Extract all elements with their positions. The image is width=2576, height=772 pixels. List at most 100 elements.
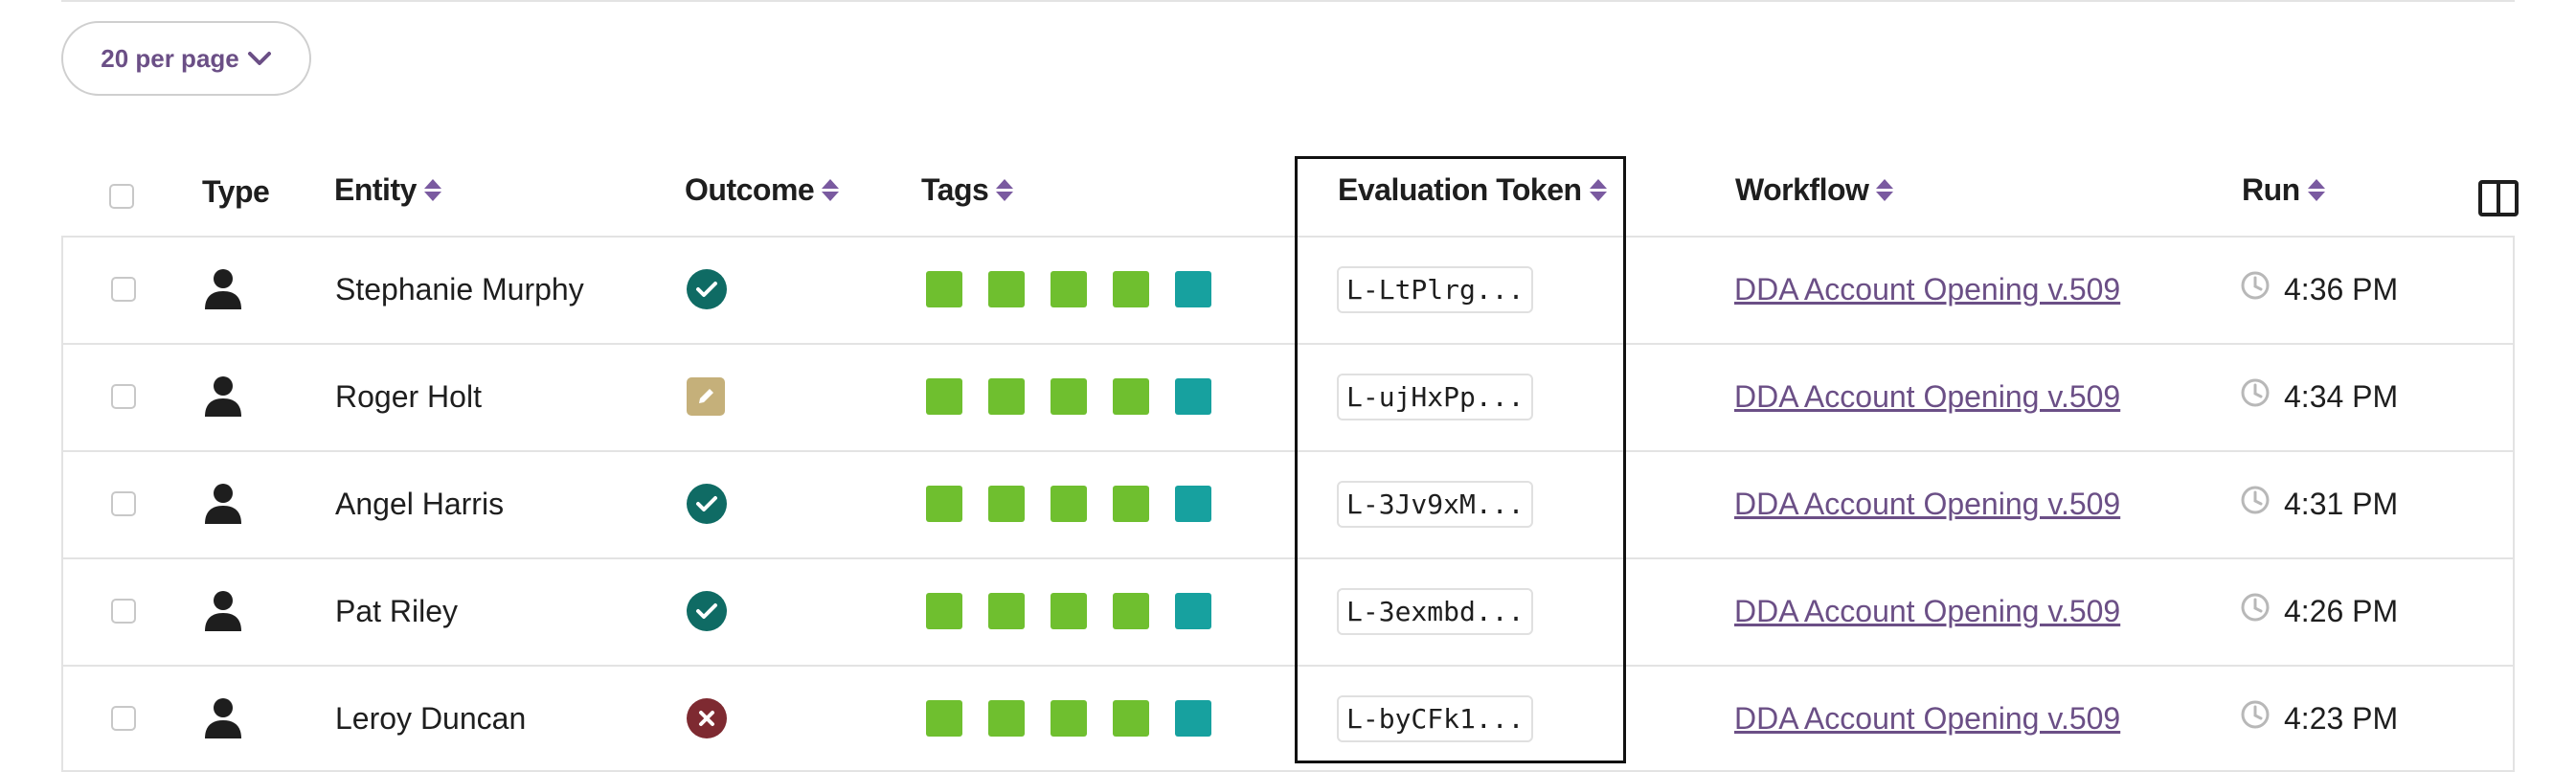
sort-icon[interactable] bbox=[2307, 179, 2325, 201]
workflow-cell: DDA Account Opening v.509 bbox=[1734, 559, 2120, 663]
clock-icon bbox=[2240, 592, 2271, 630]
evaluation-token[interactable]: L-3Jv9xM... bbox=[1337, 480, 1534, 528]
tags-cell bbox=[926, 238, 1211, 341]
evaluation-token[interactable]: L-byCFk1... bbox=[1337, 694, 1534, 742]
row-checkbox[interactable] bbox=[111, 491, 136, 516]
tag-list bbox=[926, 593, 1211, 629]
workflow-link[interactable]: DDA Account Opening v.509 bbox=[1734, 700, 2121, 736]
tags-cell bbox=[926, 667, 1211, 770]
chevron-down-icon bbox=[247, 52, 271, 65]
sort-icon[interactable] bbox=[996, 179, 1014, 201]
header-entity-label: Entity bbox=[334, 172, 417, 207]
person-icon bbox=[204, 559, 242, 663]
sort-icon[interactable] bbox=[1589, 179, 1607, 201]
workflow-link[interactable]: DDA Account Opening v.509 bbox=[1734, 593, 2121, 628]
tag-chip[interactable] bbox=[988, 593, 1025, 629]
header-entity[interactable]: Entity bbox=[334, 172, 441, 208]
run-time: 4:31 PM bbox=[2284, 486, 2399, 521]
tag-chip[interactable] bbox=[926, 486, 962, 522]
check-circle-icon bbox=[687, 484, 727, 524]
tag-chip[interactable] bbox=[1051, 271, 1087, 307]
tag-chip[interactable] bbox=[926, 700, 962, 737]
run-cell: 4:36 PM bbox=[2240, 238, 2398, 341]
workflow-cell: DDA Account Opening v.509 bbox=[1734, 667, 2120, 770]
select-all-checkbox[interactable] bbox=[109, 184, 134, 209]
tag-chip[interactable] bbox=[1175, 593, 1211, 629]
run-time: 4:26 PM bbox=[2284, 593, 2399, 628]
evaluation-token-cell: L-ujHxPp... bbox=[1337, 345, 1534, 448]
check-circle-icon bbox=[687, 269, 727, 309]
evaluation-token[interactable]: L-LtPlrg... bbox=[1337, 265, 1534, 313]
tag-chip[interactable] bbox=[988, 486, 1025, 522]
evaluation-token[interactable]: L-3exmbd... bbox=[1337, 587, 1534, 635]
clock-icon bbox=[2240, 699, 2271, 738]
header-run[interactable]: Run bbox=[2242, 172, 2325, 208]
row-checkbox[interactable] bbox=[111, 599, 136, 624]
workflow-cell: DDA Account Opening v.509 bbox=[1734, 345, 2120, 448]
x-circle-icon bbox=[687, 698, 727, 738]
tag-chip[interactable] bbox=[1175, 700, 1211, 737]
header-workflow[interactable]: Workflow bbox=[1735, 172, 1894, 208]
tag-chip[interactable] bbox=[988, 271, 1025, 307]
table-row[interactable]: Roger Holt L-ujHxPp... DDA Account Opening… bbox=[63, 343, 2513, 450]
check-circle-icon bbox=[687, 591, 727, 631]
entity-name: Roger Holt bbox=[335, 378, 482, 414]
tag-chip[interactable] bbox=[1051, 593, 1087, 629]
header-evaluation-token[interactable]: Evaluation Token bbox=[1338, 172, 1607, 208]
tag-chip[interactable] bbox=[1113, 593, 1149, 629]
tag-chip[interactable] bbox=[1113, 700, 1149, 737]
header-outcome[interactable]: Outcome bbox=[685, 172, 840, 208]
workflow-link[interactable]: DDA Account Opening v.509 bbox=[1734, 271, 2121, 307]
row-checkbox[interactable] bbox=[111, 706, 136, 731]
tag-chip[interactable] bbox=[1175, 486, 1211, 522]
tag-chip[interactable] bbox=[1113, 486, 1149, 522]
person-icon bbox=[204, 452, 242, 556]
evaluation-token-cell: L-3Jv9xM... bbox=[1337, 452, 1534, 556]
workflow-link[interactable]: DDA Account Opening v.509 bbox=[1734, 486, 2121, 521]
header-tags-label: Tags bbox=[921, 172, 989, 207]
person-icon bbox=[204, 238, 242, 341]
tag-chip[interactable] bbox=[926, 593, 962, 629]
sort-icon[interactable] bbox=[1876, 179, 1894, 201]
run-cell: 4:23 PM bbox=[2240, 667, 2398, 770]
row-checkbox[interactable] bbox=[111, 277, 136, 302]
entity-name: Pat Riley bbox=[335, 593, 459, 628]
tag-chip[interactable] bbox=[1051, 700, 1087, 737]
run-cell: 4:26 PM bbox=[2240, 559, 2398, 663]
run-cell: 4:34 PM bbox=[2240, 345, 2398, 448]
tag-chip[interactable] bbox=[988, 700, 1025, 737]
tag-chip[interactable] bbox=[1113, 271, 1149, 307]
columns-icon[interactable] bbox=[2478, 180, 2519, 216]
tag-list bbox=[926, 486, 1211, 522]
evaluation-token[interactable]: L-ujHxPp... bbox=[1337, 373, 1534, 420]
outcome-cell bbox=[687, 452, 727, 556]
run-time: 4:36 PM bbox=[2284, 271, 2399, 307]
tag-chip[interactable] bbox=[926, 378, 962, 415]
tag-chip[interactable] bbox=[988, 378, 1025, 415]
header-tags[interactable]: Tags bbox=[921, 172, 1014, 208]
tag-chip[interactable] bbox=[926, 271, 962, 307]
sort-icon[interactable] bbox=[423, 179, 441, 201]
sort-icon[interactable] bbox=[822, 179, 840, 201]
per-page-dropdown[interactable]: 20 per page bbox=[61, 21, 311, 96]
person-icon bbox=[204, 345, 242, 448]
top-divider bbox=[61, 0, 2515, 2]
tag-chip[interactable] bbox=[1175, 378, 1211, 415]
table-header: Type Entity Outcome Tags Evaluation Toke… bbox=[61, 144, 2519, 236]
header-workflow-label: Workflow bbox=[1735, 172, 1869, 207]
tag-chip[interactable] bbox=[1113, 378, 1149, 415]
tag-chip[interactable] bbox=[1051, 378, 1087, 415]
tag-chip[interactable] bbox=[1175, 271, 1211, 307]
table-row[interactable]: Pat Riley L-3exmbd... DDA Account Opening … bbox=[63, 557, 2513, 665]
tag-list bbox=[926, 271, 1211, 307]
workflow-link[interactable]: DDA Account Opening v.509 bbox=[1734, 378, 2121, 414]
tag-chip[interactable] bbox=[1051, 486, 1087, 522]
tags-cell bbox=[926, 452, 1211, 556]
outcome-cell bbox=[687, 238, 727, 341]
row-checkbox[interactable] bbox=[111, 384, 136, 409]
results-table: Type Entity Outcome Tags Evaluation Toke… bbox=[61, 144, 2519, 772]
